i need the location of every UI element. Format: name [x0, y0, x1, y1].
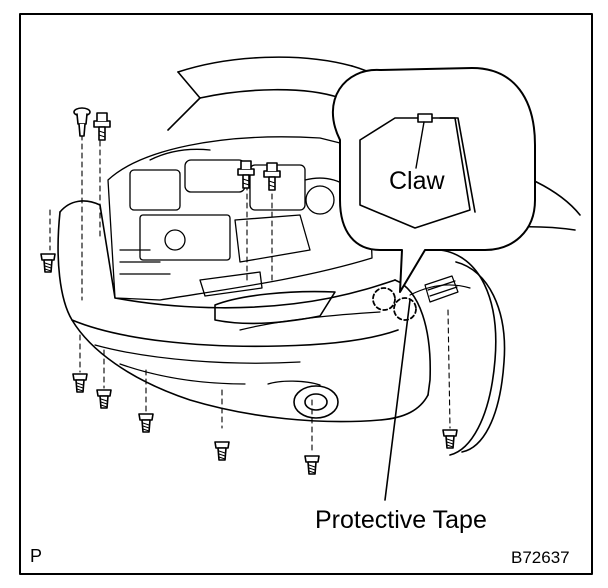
screw-icon — [40, 253, 56, 273]
protective-tape — [424, 275, 459, 303]
claw-detail-callout — [331, 67, 536, 293]
protective-tape-label: Protective Tape — [315, 506, 487, 534]
figure-code: B72637 — [511, 548, 570, 567]
screw-icon — [442, 429, 458, 449]
bolt-icon — [93, 112, 111, 141]
clip-icon — [73, 107, 91, 137]
screw-icon — [96, 389, 112, 409]
protective-tape-leader — [384, 299, 411, 501]
front-bumper — [57, 200, 431, 423]
fog-lamp — [293, 385, 339, 419]
corner-mark: P — [30, 546, 43, 566]
engine-bay — [107, 136, 373, 301]
figure-frame — [19, 13, 593, 575]
bolt-icon — [237, 160, 255, 189]
screw-icon — [304, 455, 320, 475]
screw-icon — [138, 413, 154, 433]
hood — [167, 56, 353, 131]
bolt-icon — [263, 162, 281, 191]
claw-label: Claw — [389, 167, 445, 195]
fastener-guide-lines — [49, 131, 451, 453]
screw-icon — [72, 373, 88, 393]
screw-icon — [214, 441, 230, 461]
claw-location-marks — [372, 287, 417, 321]
